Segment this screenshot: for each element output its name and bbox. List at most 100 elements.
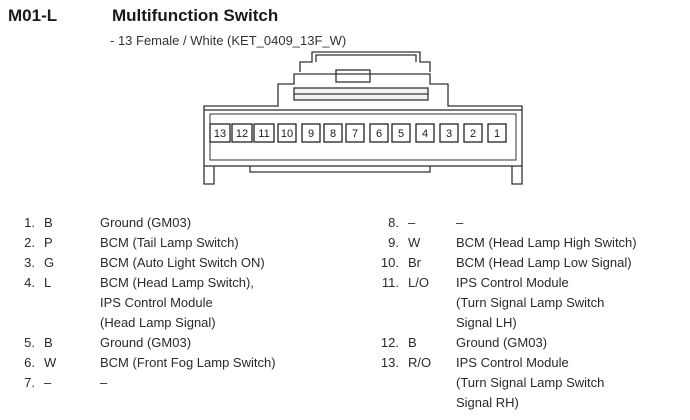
pin-description: – <box>100 373 352 393</box>
pin-cell-3 <box>439 123 459 143</box>
pin-cell-13 <box>209 123 231 143</box>
description-line: BCM (Tail Lamp Switch) <box>100 235 239 250</box>
pin-description: Ground (GM03) <box>456 333 690 353</box>
pin-description: IPS Control Module (Turn Signal Lamp Swit… <box>456 353 690 413</box>
pin-number: 8. <box>388 215 399 230</box>
pin-label-4: 4 <box>422 128 428 140</box>
connector-subtitle: - 13 Female / White (KET_0409_13F_W) <box>110 33 347 48</box>
description-line: BCM (Auto Light Switch ON) <box>100 255 265 270</box>
pin-description: BCM (Front Fog Lamp Switch) <box>100 353 352 373</box>
pin-number: 6. <box>24 355 35 370</box>
pin-number: 13. <box>380 355 399 370</box>
pin-cell-10 <box>277 123 297 143</box>
pin-entry: 1. B Ground (GM03) <box>2 213 352 233</box>
pin-label-13: 13 <box>214 128 226 140</box>
description-line: Ground (GM03) <box>100 215 192 230</box>
pin-entry: 13. R/O IPS Control Module (Turn Signal Lam… <box>362 353 690 413</box>
connector-body-top <box>203 73 523 110</box>
description-line: BCM (Front Fog Lamp Switch) <box>100 355 276 370</box>
description-line: Signal LH) <box>456 315 517 330</box>
description-line: BCM (Head Lamp Low Signal) <box>456 255 632 270</box>
pin-entry: 2. P BCM (Tail Lamp Switch) <box>2 233 352 253</box>
pin-list-left: 1. B Ground (GM03) 2. P BCM (Tail Lamp Switch… <box>2 213 352 393</box>
pin-number: 1. <box>24 215 35 230</box>
pin-label-6: 6 <box>376 128 382 140</box>
pin-description: – <box>456 213 690 233</box>
wire-color: R/O <box>408 355 432 370</box>
description-line: (Turn Signal Lamp Switch <box>456 375 605 390</box>
connector-body <box>203 109 523 167</box>
pin-cell-11 <box>253 123 275 143</box>
pin-cell-8 <box>323 123 343 143</box>
pin-description: BCM (Tail Lamp Switch) <box>100 233 352 253</box>
pin-number: 5. <box>24 335 35 350</box>
pin-number: 9. <box>388 235 399 250</box>
pin-entry: 12. B Ground (GM03) <box>362 333 690 353</box>
pin-number: 2. <box>24 235 35 250</box>
wire-color: B <box>408 335 417 350</box>
pin-number: 4. <box>24 275 35 290</box>
pin-number: 12. <box>380 335 399 350</box>
pin-description: BCM (Head Lamp Switch), IPS Control Modul… <box>100 273 352 333</box>
wire-color: P <box>44 235 53 250</box>
pin-entry: 4. L BCM (Head Lamp Switch), IPS Control Mo… <box>2 273 352 333</box>
pin-cell-9 <box>301 123 321 143</box>
pin-cell-5 <box>391 123 411 143</box>
wire-color: B <box>44 335 53 350</box>
pin-cell-7 <box>345 123 365 143</box>
pin-label-2: 2 <box>470 128 476 140</box>
description-line: – <box>456 215 464 230</box>
pin-description: BCM (Head Lamp High Switch) <box>456 233 690 253</box>
pin-label-5: 5 <box>398 128 404 140</box>
description-line: (Head Lamp Signal) <box>100 315 216 330</box>
description-line: IPS Control Module <box>456 355 569 370</box>
description-line: IPS Control Module <box>456 275 569 290</box>
description-line: (Turn Signal Lamp Switch <box>456 295 605 310</box>
description-line: BCM (Head Lamp Switch), <box>100 275 254 290</box>
description-line: IPS Control Module <box>100 295 213 310</box>
pin-entry: 10. Br BCM (Head Lamp Low Signal) <box>362 253 690 273</box>
pin-description: Ground (GM03) <box>100 333 352 353</box>
pin-label-3: 3 <box>446 128 452 140</box>
pin-cell-1 <box>487 123 507 143</box>
wire-color: W <box>44 355 57 370</box>
pin-label-10: 10 <box>281 128 293 140</box>
pin-label-12: 12 <box>236 128 248 140</box>
pin-description: Ground (GM03) <box>100 213 352 233</box>
pin-label-7: 7 <box>352 128 358 140</box>
latch-outline <box>299 51 431 72</box>
pin-entry: 9. W BCM (Head Lamp High Switch) <box>362 233 690 253</box>
pin-cell-6 <box>369 123 389 143</box>
pin-label-9: 9 <box>308 128 314 140</box>
pin-entry: 6. W BCM (Front Fog Lamp Switch) <box>2 353 352 373</box>
pin-label-8: 8 <box>330 128 336 140</box>
connector-title: Multifunction Switch <box>112 6 279 25</box>
wire-color: Br <box>408 255 421 270</box>
pin-entry: 5. B Ground (GM03) <box>2 333 352 353</box>
wire-color: L <box>44 275 52 290</box>
description-line: Ground (GM03) <box>100 335 192 350</box>
pin-number: 10. <box>380 255 399 270</box>
wire-color: L/O <box>408 275 429 290</box>
pin-description: BCM (Auto Light Switch ON) <box>100 253 352 273</box>
pin-label-11: 11 <box>258 128 269 140</box>
description-line: – <box>100 375 108 390</box>
pin-cell-4 <box>415 123 435 143</box>
pin-cell-2 <box>463 123 483 143</box>
pin-number: 3. <box>24 255 35 270</box>
pin-entry: 7.–– <box>2 373 352 393</box>
pin-description: IPS Control Module (Turn Signal Lamp Swit… <box>456 273 690 333</box>
wire-color: G <box>44 255 55 270</box>
pin-entry: 8.–– <box>362 213 690 233</box>
description-line: Ground (GM03) <box>456 335 548 350</box>
pin-entry: 3. G BCM (Auto Light Switch ON) <box>2 253 352 273</box>
connector-code: M01-L <box>8 6 58 25</box>
pin-number: 7. <box>24 375 35 390</box>
wire-color: W <box>408 235 421 250</box>
description-line: BCM (Head Lamp High Switch) <box>456 235 637 250</box>
wire-color: – <box>408 215 416 230</box>
wire-color: B <box>44 215 53 230</box>
